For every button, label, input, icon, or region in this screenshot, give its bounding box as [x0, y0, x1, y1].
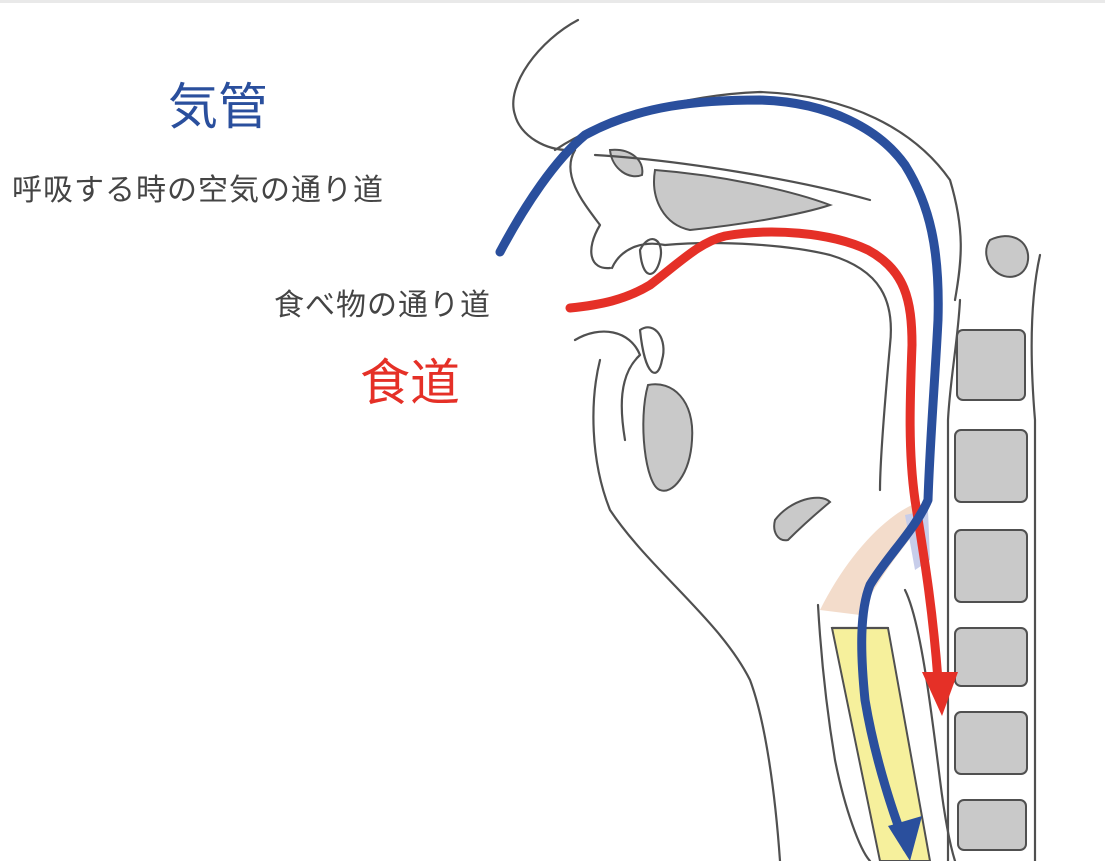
- mandible-bone: [642, 383, 694, 492]
- food-path-line: [565, 227, 943, 685]
- larynx-tissue: [820, 505, 925, 615]
- hard-palate-bone: [653, 168, 833, 232]
- food-path-arrowhead: [922, 672, 958, 716]
- airway-title: 気管: [168, 78, 268, 136]
- upper-bone-fragment: [608, 148, 644, 178]
- airway-description: 呼吸する時の空気の通り道: [12, 173, 384, 208]
- food-description: 食べ物の通り道: [274, 288, 491, 323]
- air-path-arrowhead: [888, 816, 922, 861]
- food-title: 食道: [360, 354, 460, 412]
- top-border: [0, 0, 1105, 3]
- hyoid-bone: [773, 496, 832, 542]
- air-path-line: [495, 95, 943, 853]
- cervical-vertebra-top: [985, 235, 1030, 278]
- cervical-spine: [946, 253, 1042, 861]
